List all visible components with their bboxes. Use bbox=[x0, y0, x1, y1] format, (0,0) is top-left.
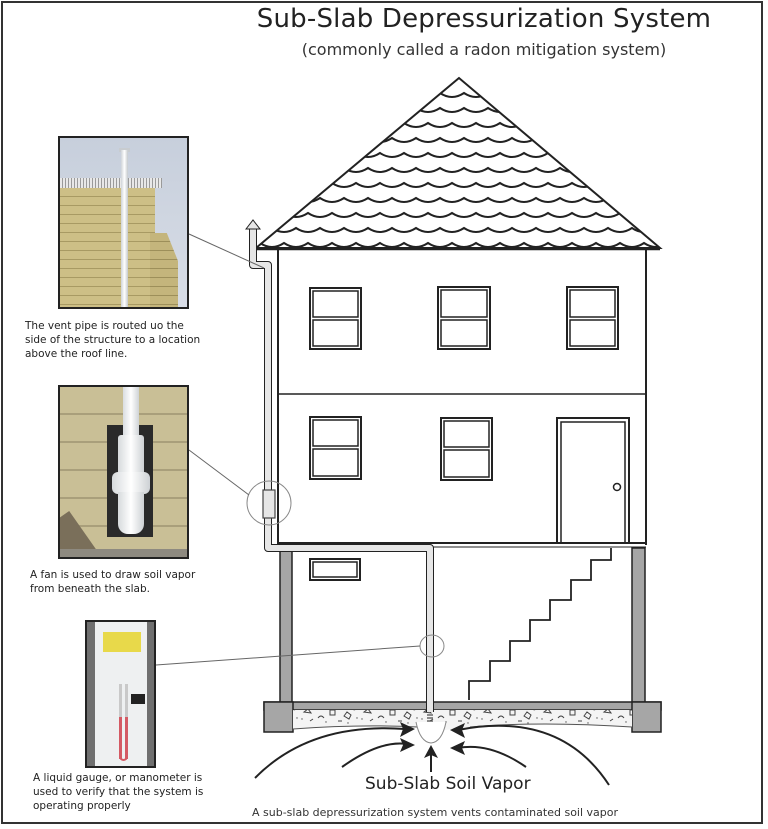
roof bbox=[253, 76, 663, 251]
fan-housing bbox=[118, 492, 144, 534]
vent-pipe-caption: The vent pipe is routed uo the side of t… bbox=[25, 320, 201, 360]
fan-caption: A fan is used to draw soil vapor from be… bbox=[30, 569, 196, 595]
fan-housing bbox=[112, 472, 150, 494]
callout-leaders bbox=[155, 233, 421, 666]
vent-pipe bbox=[121, 150, 128, 307]
window bbox=[437, 286, 491, 350]
fan-housing bbox=[118, 435, 144, 475]
manometer-caption: A liquid gauge, or manometer is used to … bbox=[33, 772, 204, 812]
siding bbox=[150, 233, 178, 307]
gravel-layer bbox=[293, 710, 632, 730]
window bbox=[309, 416, 362, 480]
basement bbox=[279, 547, 646, 704]
arrow-heads bbox=[400, 722, 465, 758]
warning-sticker bbox=[103, 632, 141, 652]
basement-window bbox=[309, 558, 361, 581]
fan-photo bbox=[58, 385, 189, 559]
staircase bbox=[468, 548, 612, 700]
vent-pipe-photo bbox=[58, 136, 189, 309]
pipe bbox=[123, 387, 139, 437]
radon-vent-pipe bbox=[244, 219, 447, 744]
manometer-photo bbox=[85, 620, 156, 768]
soil-vapor-label: Sub-Slab Soil Vapor bbox=[365, 774, 531, 794]
suction-pit bbox=[415, 721, 447, 744]
radon-fan bbox=[262, 489, 276, 519]
upper-windows bbox=[309, 286, 619, 350]
main-floor-windows bbox=[309, 416, 493, 481]
siding bbox=[60, 188, 155, 307]
scale-label bbox=[131, 694, 145, 704]
footer-caption: A sub-slab depressurization system vents… bbox=[252, 806, 619, 819]
house-walls bbox=[277, 249, 647, 548]
roof-eave bbox=[60, 178, 162, 188]
manometer-u-bend bbox=[119, 756, 128, 761]
vent-cap-arrow-icon bbox=[244, 219, 262, 230]
foundation bbox=[263, 701, 662, 733]
manometer-liquid bbox=[119, 717, 122, 759]
ground bbox=[60, 549, 187, 557]
manometer-liquid bbox=[125, 717, 128, 759]
fan-callout-circle bbox=[246, 480, 292, 526]
vapor-flow-arrows bbox=[254, 724, 610, 786]
page-title: Sub-Slab Depressurization System bbox=[256, 4, 712, 34]
window bbox=[440, 417, 493, 481]
page-subtitle: (commonly called a radon mitigation syst… bbox=[301, 40, 667, 59]
front-door bbox=[556, 417, 630, 544]
window bbox=[309, 287, 362, 350]
window bbox=[566, 286, 619, 350]
